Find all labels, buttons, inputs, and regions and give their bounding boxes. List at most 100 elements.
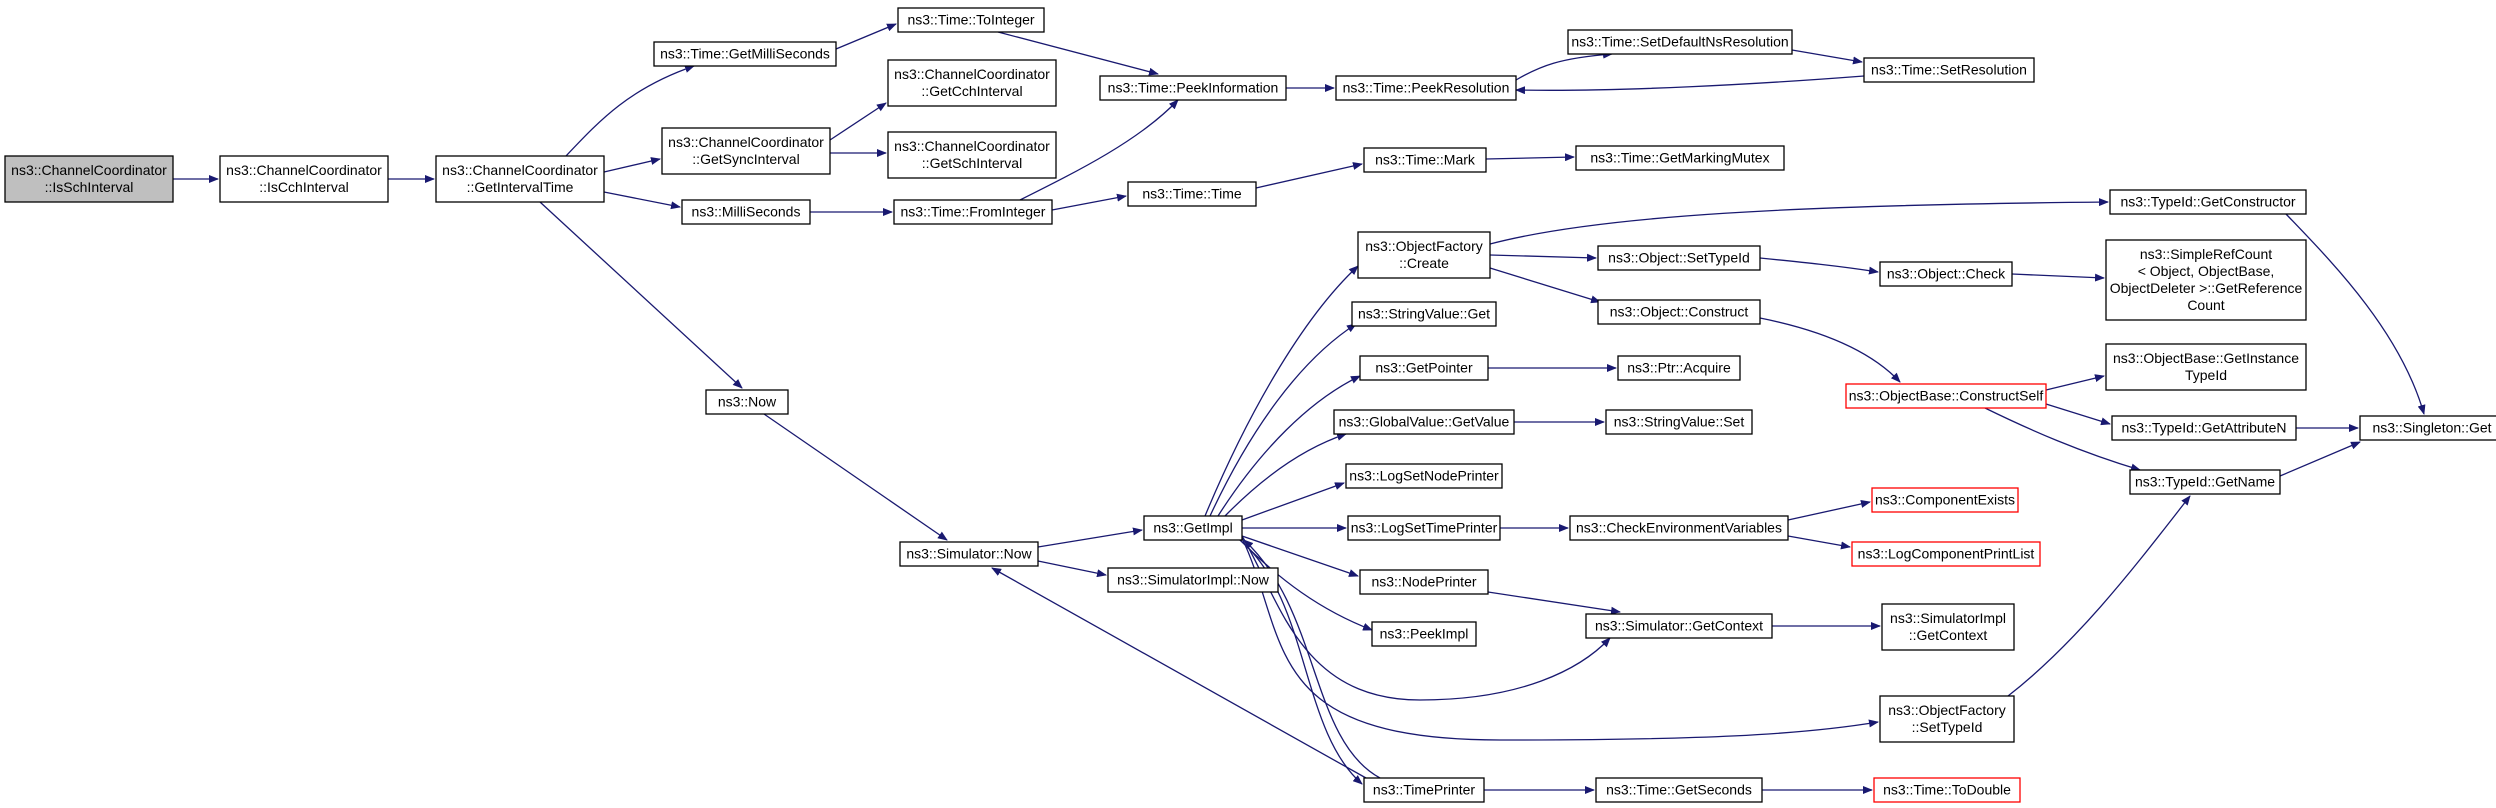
node-StringValueGet[interactable]: ns3::StringValue::Get bbox=[1351, 301, 1497, 327]
edge-GetImpl-to-StringValueGet bbox=[1209, 323, 1357, 517]
node-label: ns3::ChannelCoordinator bbox=[226, 162, 382, 178]
node-TimeGetSeconds[interactable]: ns3::Time::GetSeconds bbox=[1595, 777, 1763, 803]
node-CheckEnvironmentVariables[interactable]: ns3::CheckEnvironmentVariables bbox=[1569, 515, 1789, 541]
edge-ObjectBaseConstructSelf-to-TypeIdGetAttributeN bbox=[2045, 403, 2111, 426]
node-box bbox=[1569, 515, 1789, 541]
node-box bbox=[1107, 567, 1279, 593]
node-box bbox=[1357, 231, 1491, 279]
node-PeekResolution[interactable]: ns3::Time::PeekResolution bbox=[1335, 75, 1517, 101]
node-box bbox=[1595, 777, 1763, 803]
node-box bbox=[1127, 181, 1257, 207]
node-label: ns3::Object::Check bbox=[1887, 266, 2006, 282]
node-SimulatorNow[interactable]: ns3::Simulator::Now bbox=[899, 541, 1039, 567]
node-ToInteger[interactable]: ns3::Time::ToInteger bbox=[897, 7, 1045, 33]
node-TypeIdGetAttributeN[interactable]: ns3::TypeId::GetAttributeN bbox=[2111, 415, 2297, 441]
node-PeekImpl[interactable]: ns3::PeekImpl bbox=[1371, 621, 1477, 647]
node-box bbox=[1851, 541, 2041, 567]
node-label: ns3::Object::SetTypeId bbox=[1608, 250, 1750, 266]
node-label: ns3::Time::FromInteger bbox=[901, 204, 1046, 220]
node-label: ns3::PeekImpl bbox=[1380, 626, 1469, 642]
node-ObjectCheck[interactable]: ns3::Object::Check bbox=[1879, 261, 2013, 287]
node-label: ns3::GlobalValue::GetValue bbox=[1339, 414, 1510, 430]
node-box bbox=[1351, 301, 1497, 327]
edge-SimulatorNow-to-SimulatorImplNow bbox=[1037, 560, 1107, 578]
node-ObjectConstruct[interactable]: ns3::Object::Construct bbox=[1597, 299, 1761, 325]
node-MilliSeconds[interactable]: ns3::MilliSeconds bbox=[681, 199, 811, 225]
node-label: ns3::GetPointer bbox=[1375, 360, 1473, 376]
node-label: ns3::ObjectBase::GetInstance bbox=[2113, 350, 2299, 366]
node-Now[interactable]: ns3::Now bbox=[705, 389, 789, 415]
node-SingletonGet[interactable]: ns3::Singleton::Get bbox=[2359, 415, 2496, 441]
node-FromInteger[interactable]: ns3::Time::FromInteger bbox=[893, 199, 1053, 225]
edge-TimePrinter-to-SimulatorNow bbox=[991, 567, 1367, 779]
node-SimulatorImplNow[interactable]: ns3::SimulatorImpl::Now bbox=[1107, 567, 1279, 593]
node-ObjectFactoryCreate[interactable]: ns3::ObjectFactory::Create bbox=[1357, 231, 1491, 279]
node-box bbox=[1359, 569, 1489, 595]
node-box bbox=[1881, 603, 2015, 651]
node-SimulatorGetContext[interactable]: ns3::Simulator::GetContext bbox=[1585, 613, 1773, 639]
node-GetCchInterval[interactable]: ns3::ChannelCoordinator::GetCchInterval bbox=[887, 59, 1057, 107]
node-SetResolution[interactable]: ns3::Time::SetResolution bbox=[1863, 57, 2035, 83]
node-GetPointer[interactable]: ns3::GetPointer bbox=[1359, 355, 1489, 381]
edge-CheckEnvironmentVariables-to-ComponentExists bbox=[1787, 500, 1871, 521]
node-box bbox=[219, 155, 389, 203]
node-label: ns3::GetImpl bbox=[1153, 520, 1232, 536]
edge-SetResolution-to-PeekResolution bbox=[1515, 75, 1865, 95]
node-ObjectFactorySetTypeId[interactable]: ns3::ObjectFactory::SetTypeId bbox=[1879, 695, 2015, 743]
node-PeekInformation[interactable]: ns3::Time::PeekInformation bbox=[1099, 75, 1287, 101]
node-TimeTime[interactable]: ns3::Time::Time bbox=[1127, 181, 1257, 207]
node-label: ::GetIntervalTime bbox=[467, 179, 574, 195]
node-LogSetNodePrinter[interactable]: ns3::LogSetNodePrinter bbox=[1345, 463, 1503, 489]
node-box bbox=[1335, 75, 1517, 101]
node-GetMarkingMutex[interactable]: ns3::Time::GetMarkingMutex bbox=[1575, 145, 1785, 171]
node-label: ns3::SimulatorImpl::Now bbox=[1117, 572, 1270, 588]
node-SetDefaultNsResolution[interactable]: ns3::Time::SetDefaultNsResolution bbox=[1567, 29, 1793, 55]
node-NodePrinter[interactable]: ns3::NodePrinter bbox=[1359, 569, 1489, 595]
node-IsSchInterval[interactable]: ns3::ChannelCoordinator::IsSchInterval bbox=[4, 155, 174, 203]
node-GetMilliSeconds[interactable]: ns3::Time::GetMilliSeconds bbox=[653, 41, 837, 67]
node-TypeIdGetConstructor[interactable]: ns3::TypeId::GetConstructor bbox=[2109, 189, 2307, 215]
node-box bbox=[2105, 343, 2307, 391]
node-GetImpl[interactable]: ns3::GetImpl bbox=[1143, 515, 1243, 541]
node-label: ::IsCchInterval bbox=[259, 179, 348, 195]
edge-SimulatorNow-to-GetImpl bbox=[1037, 527, 1143, 548]
node-SimulatorImplGetContext[interactable]: ns3::SimulatorImpl::GetContext bbox=[1881, 603, 2015, 651]
node-Mark[interactable]: ns3::Time::Mark bbox=[1363, 147, 1487, 173]
node-box bbox=[1863, 57, 2035, 83]
node-IsCchInterval[interactable]: ns3::ChannelCoordinator::IsCchInterval bbox=[219, 155, 389, 203]
node-ObjectSetTypeId[interactable]: ns3::Object::SetTypeId bbox=[1597, 245, 1761, 271]
node-LogSetTimePrinter[interactable]: ns3::LogSetTimePrinter bbox=[1347, 515, 1501, 541]
node-label: ns3::ChannelCoordinator bbox=[11, 162, 167, 178]
edge-ObjectConstruct-to-ObjectBaseConstructSelf bbox=[1759, 317, 1901, 383]
node-GlobalValueGetValue[interactable]: ns3::GlobalValue::GetValue bbox=[1333, 409, 1515, 435]
node-LogComponentPrintList[interactable]: ns3::LogComponentPrintList bbox=[1851, 541, 2041, 567]
node-label: ::SetTypeId bbox=[1912, 719, 1983, 735]
node-ComponentExists[interactable]: ns3::ComponentExists bbox=[1871, 487, 2019, 513]
node-box bbox=[2105, 239, 2307, 321]
node-GetSchInterval[interactable]: ns3::ChannelCoordinator::GetSchInterval bbox=[887, 131, 1057, 179]
node-StringValueSet[interactable]: ns3::StringValue::Set bbox=[1605, 409, 1753, 435]
node-SimpleRefCount[interactable]: ns3::SimpleRefCount< Object, ObjectBase,… bbox=[2105, 239, 2307, 321]
edge-TypeIdGetConstructor-to-SingletonGet bbox=[2285, 213, 2426, 415]
edge-ObjectFactoryCreate-to-ObjectSetTypeId bbox=[1489, 253, 1597, 262]
node-label: ns3::Time::ToInteger bbox=[907, 12, 1034, 28]
node-label: ns3::Object::Construct bbox=[1610, 304, 1749, 320]
node-TimeToDouble[interactable]: ns3::Time::ToDouble bbox=[1873, 777, 2021, 803]
node-TimePrinter[interactable]: ns3::TimePrinter bbox=[1363, 777, 1485, 803]
edge-GetMilliSeconds-to-ToInteger bbox=[835, 23, 897, 50]
node-label: ns3::LogSetTimePrinter bbox=[1351, 520, 1498, 536]
node-GetIntervalTime[interactable]: ns3::ChannelCoordinator::GetIntervalTime bbox=[435, 155, 605, 203]
edge-GetIntervalTime-to-GetSyncInterval bbox=[603, 157, 661, 173]
node-ObjectBaseConstructSelf[interactable]: ns3::ObjectBase::ConstructSelf bbox=[1845, 383, 2047, 409]
edge-GetImpl-to-LogSetNodePrinter bbox=[1241, 482, 1345, 521]
node-label: ns3::ObjectFactory bbox=[1888, 702, 2006, 718]
node-GetSyncInterval[interactable]: ns3::ChannelCoordinator::GetSyncInterval bbox=[661, 127, 831, 175]
node-label: ns3::MilliSeconds bbox=[692, 204, 801, 220]
node-TypeIdGetName[interactable]: ns3::TypeId::GetName bbox=[2129, 469, 2281, 495]
node-label: ns3::NodePrinter bbox=[1371, 574, 1476, 590]
node-label: ns3::Time::GetSeconds bbox=[1606, 782, 1752, 798]
edge-TimeTime-to-Mark bbox=[1255, 162, 1363, 189]
node-PtrAcquire[interactable]: ns3::Ptr::Acquire bbox=[1617, 355, 1741, 381]
edge-ObjectSetTypeId-to-ObjectCheck bbox=[1759, 257, 1879, 275]
